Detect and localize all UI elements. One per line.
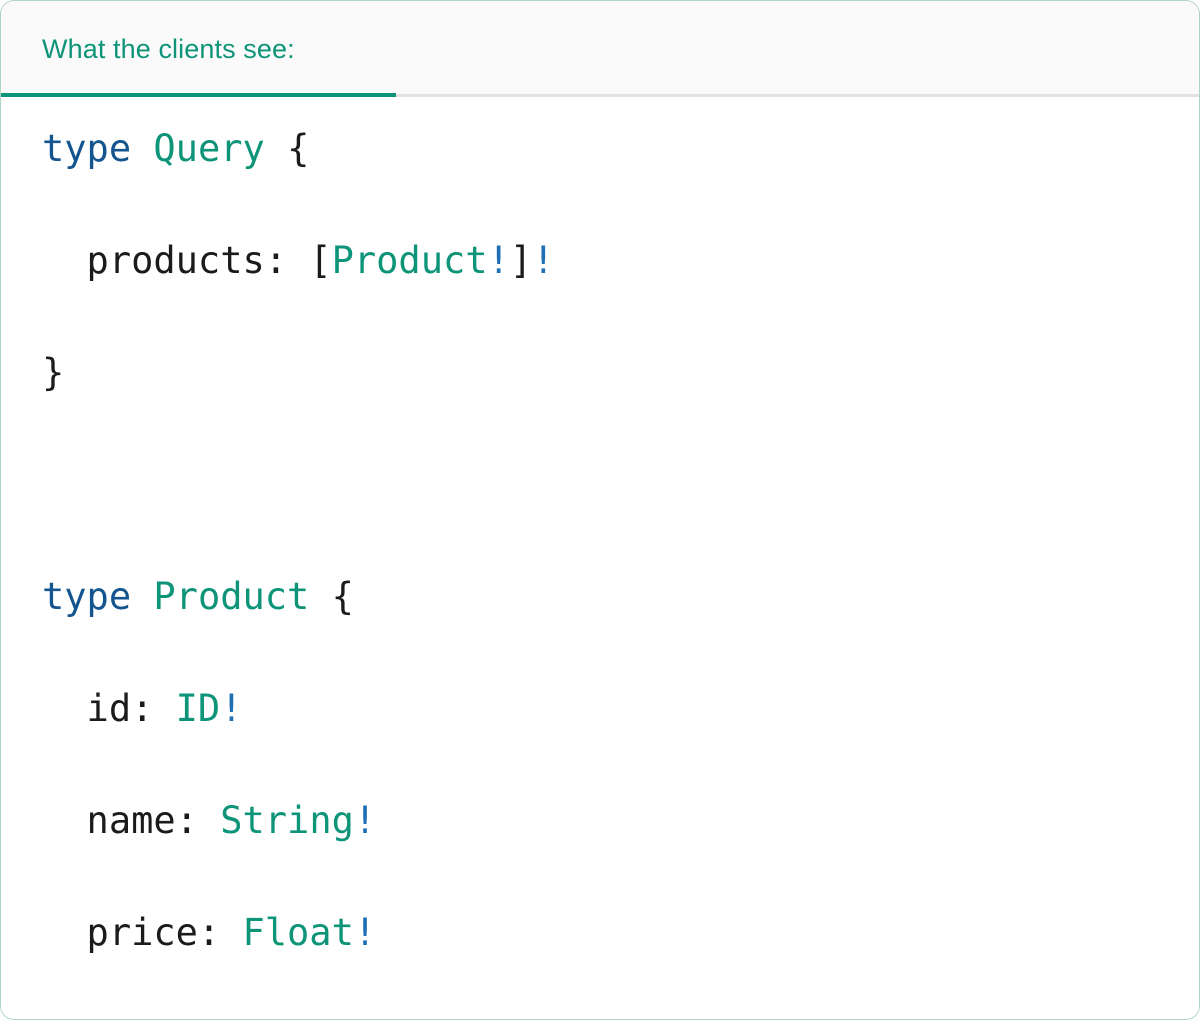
code-token-field: name: (42, 799, 221, 842)
code-token-punct: { (331, 575, 354, 618)
code-token-bang: ! (353, 911, 377, 954)
code-token-field: products: (42, 239, 310, 282)
code-token-typename: Product (331, 239, 488, 282)
code-line: type Product { (42, 569, 1199, 625)
code-token-bang: ! (532, 239, 555, 282)
code-token-plain (309, 575, 331, 618)
code-token-typename: String (220, 799, 354, 842)
code-token-keyword: type (42, 575, 132, 618)
code-token-typename: Float (242, 911, 354, 954)
tab-active-indicator (1, 93, 396, 97)
code-token-typename: ID (175, 687, 221, 730)
code-token-field: id: (42, 687, 176, 730)
code-token-plain (265, 127, 287, 170)
code-viewer: type Query { products: [Product!]! } ​ t… (1, 97, 1199, 1017)
tab-bar-divider (1, 94, 1199, 97)
tab-bar: What the clients see: (1, 1, 1199, 97)
code-token-field: price: (42, 911, 243, 954)
code-line: products: [Product!]! (42, 233, 1199, 289)
code-token-punct: ] (509, 239, 533, 282)
code-line: } (42, 345, 1199, 401)
code-token-bang: ! (220, 687, 243, 730)
code-token-keyword: type (42, 127, 132, 170)
code-token-punct: } (42, 351, 65, 394)
code-token-plain (131, 575, 153, 618)
code-token-typename: Product (153, 575, 310, 618)
code-token-punct: [ (309, 239, 332, 282)
code-token-punct: { (287, 127, 310, 170)
tab-label: What the clients see: (42, 33, 295, 64)
code-line: type Query { (42, 121, 1199, 177)
code-line: ​ (42, 457, 1199, 513)
graphql-schema-code: type Query { products: [Product!]! } ​ t… (1, 121, 1199, 1019)
code-line: price: Float! (42, 905, 1199, 961)
code-token-typename: Query (153, 127, 265, 170)
code-token-bang: ! (353, 799, 377, 842)
code-line: name: String! (42, 793, 1199, 849)
code-line: id: ID! (42, 681, 1199, 737)
code-token-plain (131, 127, 153, 170)
code-token-bang: ! (487, 239, 510, 282)
tab-what-the-clients-see[interactable]: What the clients see: (1, 1, 396, 97)
